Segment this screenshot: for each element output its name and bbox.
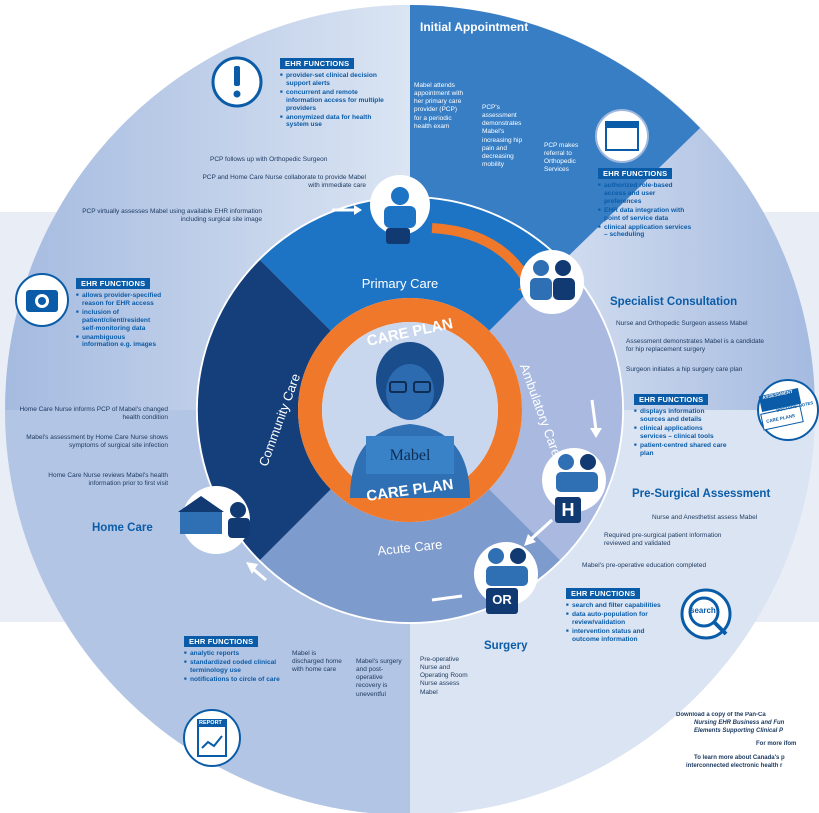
acute-step-2: Mabel's surgery and post-operative recov… xyxy=(356,658,402,698)
ehr-function-item: unambiguous information e.g. images xyxy=(76,334,162,350)
ehr-functions-bottom-left-header: EHR FUNCTIONS xyxy=(184,636,259,647)
patient-name: Mabel xyxy=(389,447,431,464)
ehr-functions-right-top-header: EHR FUNCTIONS xyxy=(598,168,673,179)
specialist-step-2: Assessment demonstrates Mabel is a candi… xyxy=(626,338,765,354)
ehr-functions-right-bottom-header: EHR FUNCTIONS xyxy=(566,588,641,599)
h-badge: H xyxy=(561,500,575,520)
ehr-function-item: analytic reports xyxy=(184,650,294,658)
report-icon: REPORT xyxy=(199,720,222,726)
ehr-functions-top-header: EHR FUNCTIONS xyxy=(280,58,355,69)
ehr-function-item: allows provider-specified reason for EHR… xyxy=(76,292,162,308)
primary-care-step-2: PCP and Home Care Nurse collaborate to p… xyxy=(202,174,366,190)
ehr-function-item: standardized coded clinical terminology … xyxy=(184,659,294,675)
ehr-functions-left-header: EHR FUNCTIONS xyxy=(76,278,151,289)
ehr-functions-right-mid-header: EHR FUNCTIONS xyxy=(634,394,709,405)
primary-care-label: Primary Care xyxy=(361,276,439,291)
footer-line-5: To learn more about Canada's p xyxy=(694,755,785,762)
ehr-functions-top-list: provider-set clinical decision support a… xyxy=(280,72,390,130)
acute-step-1: Pre-operative Nurse and Operating Room N… xyxy=(420,656,468,696)
home-care-step-2: Mabel's assessment by Home Care Nurse sh… xyxy=(26,434,168,450)
ehr-function-item: displays information sources and details xyxy=(634,408,730,424)
search-icon: search xyxy=(690,606,716,615)
home-care-step-3: Home Care Nurse reviews Mabel's health i… xyxy=(48,472,168,488)
pre-surgical-title: Pre-Surgical Assessment xyxy=(632,488,771,500)
ehr-function-item: intervention status and outcome informat… xyxy=(566,628,670,644)
footer-line-3: Elements Supporting Clinical P xyxy=(694,727,784,734)
specialist-step-1: Nurse and Orthopedic Surgeon assess Mabe… xyxy=(616,320,748,327)
initial-appointment-step-3: PCP makes referral to Orthopedic Service… xyxy=(544,142,579,174)
ehr-functions-left-list: allows provider-specified reason for EHR… xyxy=(76,292,162,350)
or-badge: OR xyxy=(492,592,512,607)
ehr-functions-right-bottom-list: search and filter capabilities data auto… xyxy=(566,602,670,645)
acute-step-3: Mabel is discharged home with home care xyxy=(292,650,342,674)
footer-line-6: interconnected electronic health r xyxy=(686,762,783,769)
footer-line-2: Nursing EHR Business and Fun xyxy=(694,719,785,726)
primary-care-step-1: PCP follows up with Orthopedic Surgeon xyxy=(210,156,328,163)
ehr-function-item: anonymized data for health system use xyxy=(280,114,390,130)
footer-line-1: Download a copy of the Pan-Ca xyxy=(676,712,766,718)
footer-line-4: For more ifom xyxy=(756,741,797,748)
ehr-function-item: data auto-population for review/validati… xyxy=(566,611,670,627)
ehr-function-item: provider-set clinical decision support a… xyxy=(280,72,390,88)
ehr-function-item: notifications to circle of care xyxy=(184,676,294,684)
footer-download: Download a copy of the Pan-Ca Nursing EH… xyxy=(676,712,819,771)
ehr-function-item: EHR data integration with point of servi… xyxy=(598,207,694,223)
ehr-function-item: patient-centred shared care plan xyxy=(634,442,730,458)
ehr-function-item: inclusion of patient/client/resident sel… xyxy=(76,309,162,333)
ehr-functions-bottom-left-list: analytic reports standardized coded clin… xyxy=(184,650,294,685)
home-care-title: Home Care xyxy=(92,522,153,534)
ehr-function-item: clinical application services – scheduli… xyxy=(598,224,694,240)
ehr-functions-right-top-list: authorized role-based access and user pr… xyxy=(598,182,694,240)
pre-surgical-step-1: Nurse and Anesthetist assess Mabel xyxy=(652,514,758,521)
initial-appointment-step-2: PCP's assessment demonstrates Mabel's in… xyxy=(482,104,523,168)
primary-care-step-3: PCP virtually assesses Mabel using avail… xyxy=(82,208,262,224)
pre-surgical-step-2: Required pre-surgical patient informatio… xyxy=(604,532,722,548)
ehr-function-item: clinical applications services – clinica… xyxy=(634,425,730,441)
surgery-title: Surgery xyxy=(484,640,528,652)
specialist-consultation-title: Specialist Consultation xyxy=(610,296,738,308)
initial-appointment-step-1: Mabel attends appointment with her prima… xyxy=(414,82,464,130)
ehr-functions-right-mid-list: displays information sources and details… xyxy=(634,408,730,458)
ehr-function-item: authorized role-based access and user pr… xyxy=(598,182,694,206)
specialist-step-3: Surgeon initiates a hip surgery care pla… xyxy=(626,366,743,373)
pre-surgical-step-3: Mabel's pre-operative education complete… xyxy=(582,562,707,569)
initial-appointment-title: Initial Appointment xyxy=(420,20,529,34)
home-care-step-1: Home Care Nurse informs PCP of Mabel's c… xyxy=(19,406,168,422)
ehr-function-item: concurrent and remote information access… xyxy=(280,89,390,113)
ehr-function-item: search and filter capabilities xyxy=(566,602,670,610)
